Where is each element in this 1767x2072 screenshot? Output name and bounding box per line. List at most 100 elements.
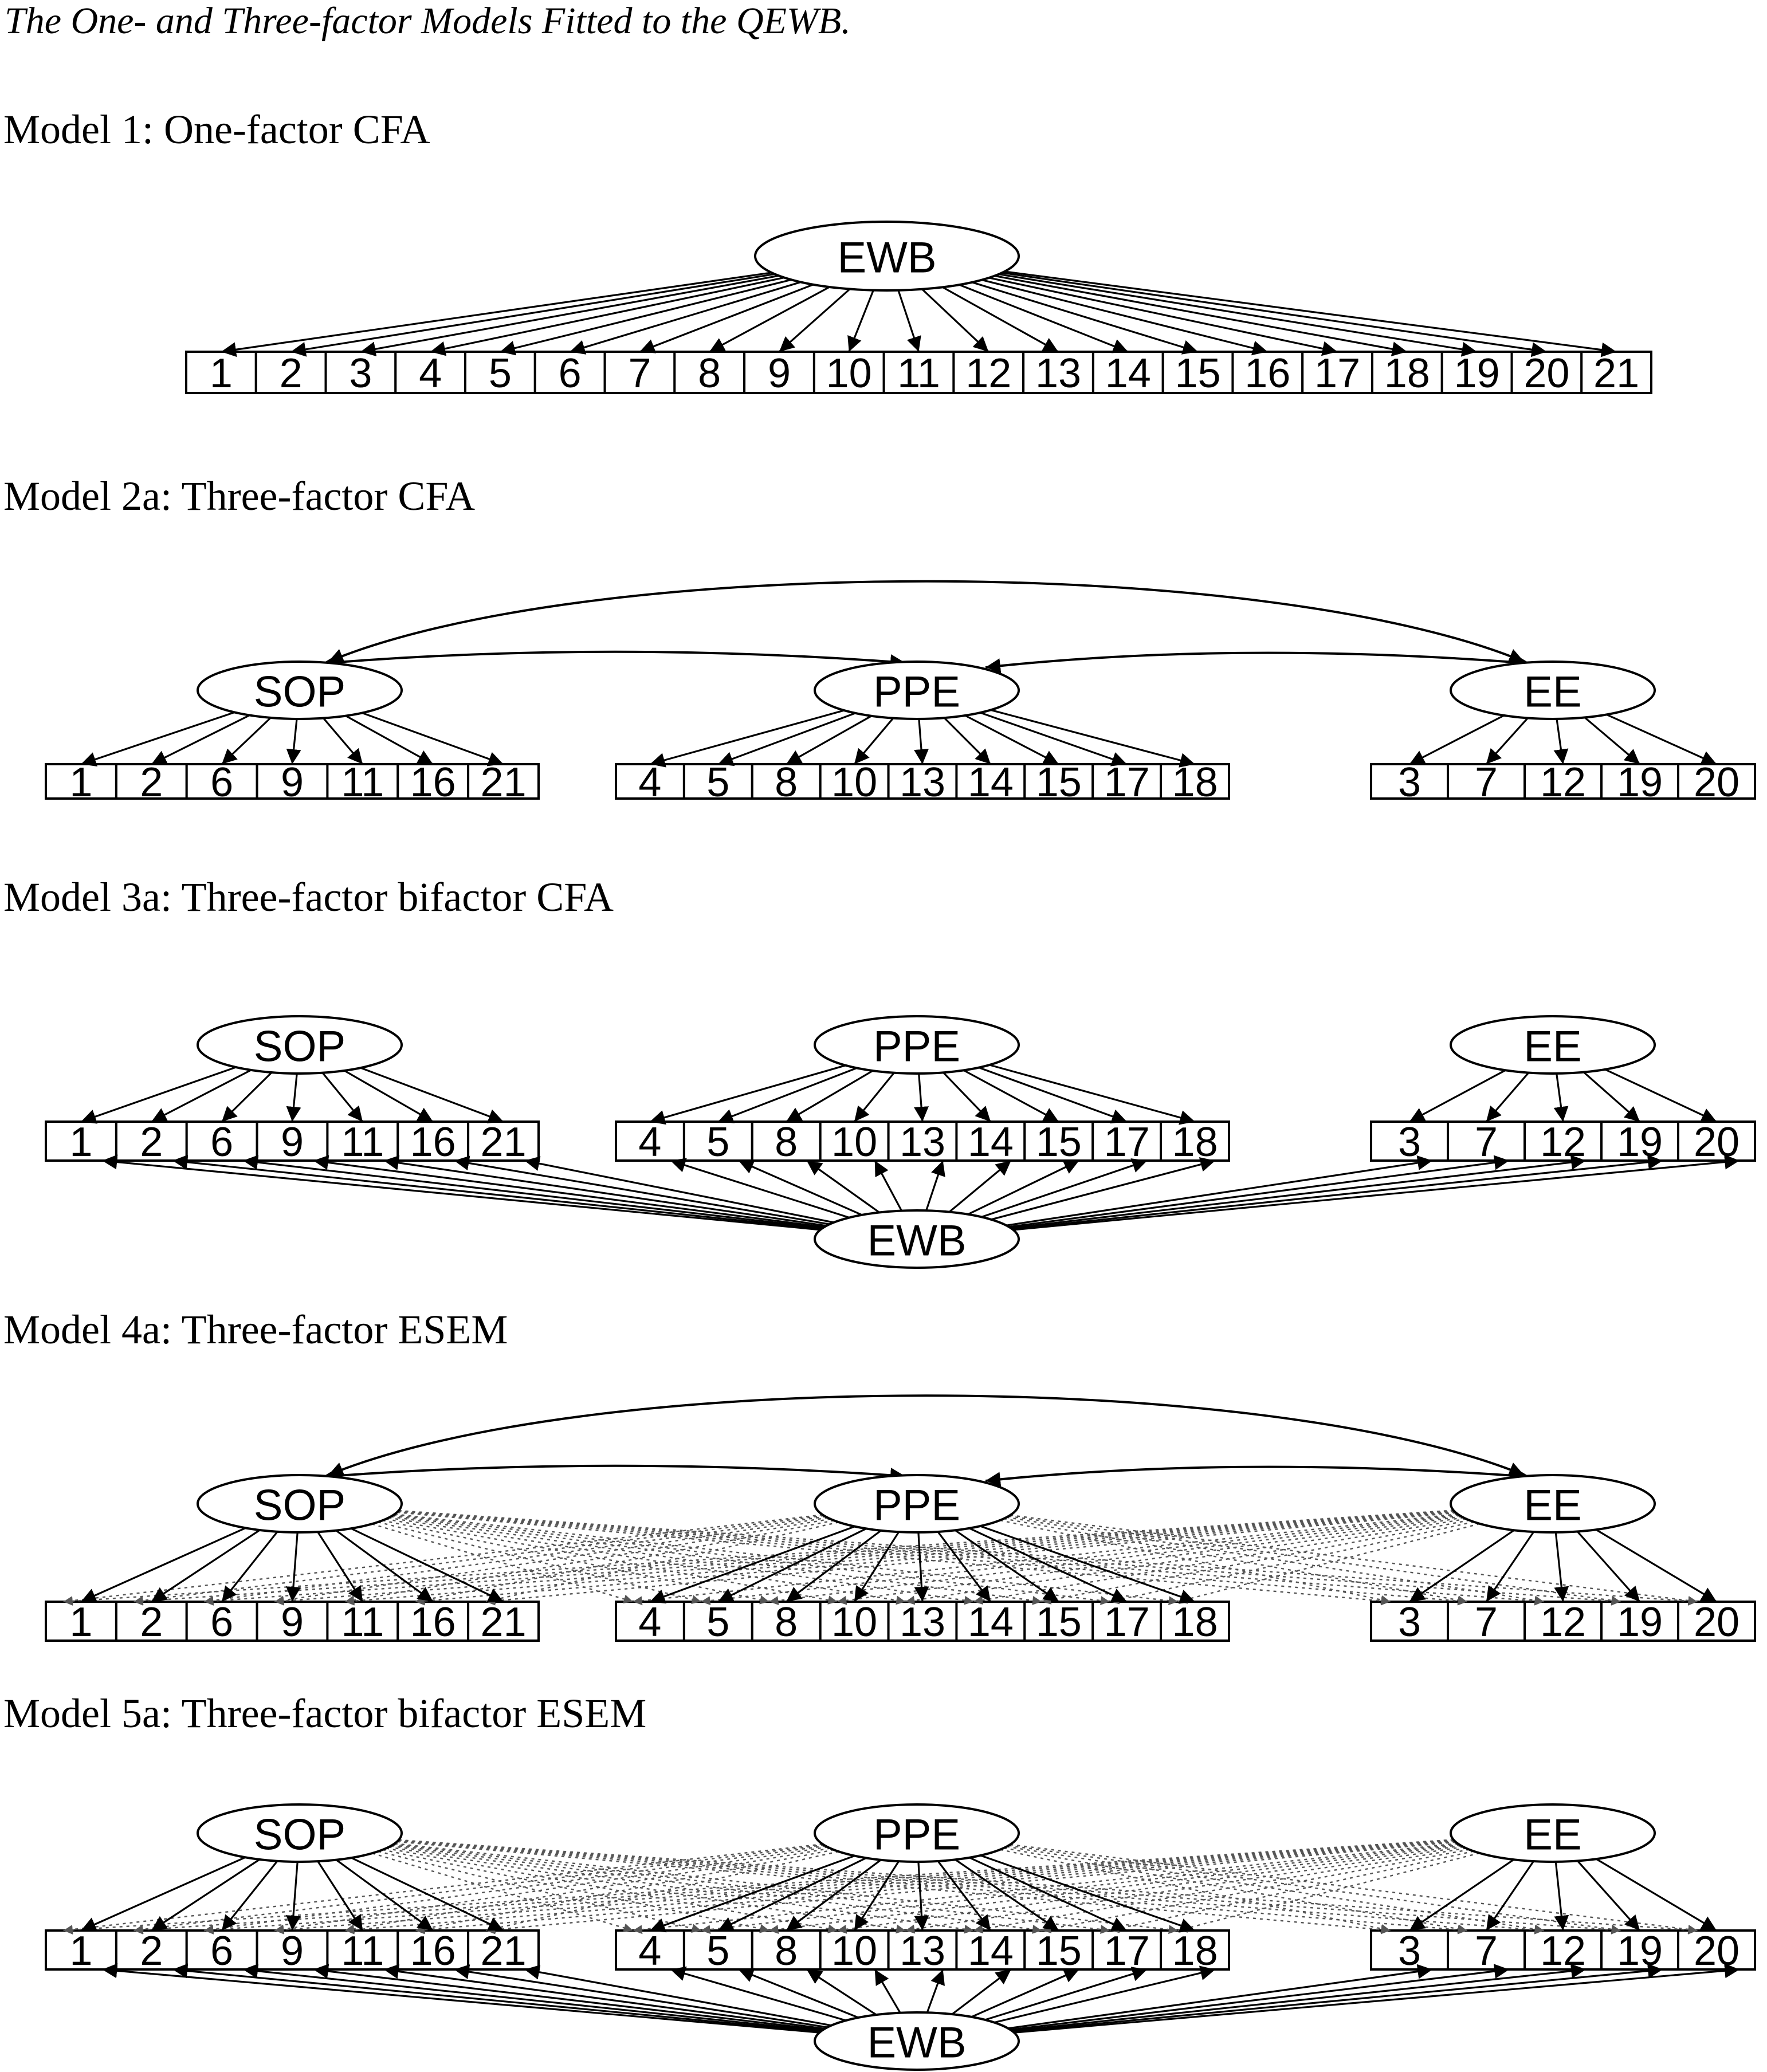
m3a-item-label-10: 10: [831, 1119, 877, 1165]
m4a-cross-loading-ppe-16: [415, 1520, 834, 1605]
m2a-loading-ppe-8: [786, 715, 872, 765]
m3a-item-label-6: 6: [210, 1119, 233, 1165]
m3a-item-label-18: 18: [1172, 1119, 1218, 1165]
m4a-item-label-5: 5: [706, 1599, 729, 1645]
m5a-loading-ppe-4: [649, 1855, 855, 1933]
m5a-general-loading-18: [994, 1965, 1216, 2024]
m2a-item-label-10: 10: [831, 760, 877, 805]
m5a-cross-loading-ppe-3: [1000, 1849, 1391, 1933]
m3a-item-label-3: 3: [1398, 1119, 1421, 1165]
m3a-loading-sop-11: [321, 1072, 364, 1123]
m4a-loading-ee-19: [1576, 1531, 1641, 1603]
m3a-general-loading-3: [1006, 1155, 1433, 1226]
m3a-general-loading-10: [874, 1160, 903, 1212]
m5a-cross-loading-ee-6: [204, 1839, 1454, 1935]
m2a-item-label-1: 1: [69, 760, 92, 805]
m3a-item-label-14: 14: [968, 1119, 1014, 1165]
m4a-item-box-17: [1091, 1601, 1163, 1642]
m1-item-label-17: 17: [1314, 351, 1360, 396]
m5a-cross-loading-ee-17: [1109, 1850, 1474, 1933]
m5a-item-label-14: 14: [968, 1928, 1014, 1974]
m5a-general-loading-20: [1014, 1963, 1740, 2034]
m2a-item-box-9: [256, 763, 329, 800]
m4a-item-box-20: [1677, 1601, 1756, 1642]
m4a-item-box-21: [467, 1601, 540, 1642]
m5a-item-label-4: 4: [638, 1928, 661, 1974]
m4a-loading-sop-2: [151, 1529, 261, 1603]
m2a-correlation-ppe-ee: [985, 651, 1530, 674]
m3a-item-label-12: 12: [1540, 1119, 1586, 1165]
m4a-item-label-12: 12: [1540, 1599, 1586, 1645]
m2a-item-label-11: 11: [341, 760, 384, 805]
m4a-item-label-19: 19: [1617, 1599, 1663, 1645]
m2a-item-box-20: [1677, 763, 1756, 800]
m5a-factor-ewb: [814, 2011, 1020, 2071]
m1-loading-ewb-7: [639, 284, 814, 353]
m3a-item-box-11: [326, 1120, 399, 1162]
m1-loading-ewb-2: [290, 273, 775, 357]
m2a-item-label-5: 5: [706, 760, 729, 805]
m2a-item-label-13: 13: [900, 760, 945, 805]
m3a-loading-ppe-5: [717, 1067, 857, 1123]
m3a-loading-ppe-13: [914, 1073, 929, 1122]
m5a-loading-ppe-14: [937, 1860, 992, 1931]
m1-item-label-6: 6: [559, 351, 582, 396]
m2a-correlation-sop-ee: [328, 580, 1525, 663]
m5a-general-loading-7: [1010, 1964, 1510, 2031]
m4a-item-label-21: 21: [481, 1599, 527, 1645]
m4a-cross-loading-ee-8: [769, 1515, 1460, 1605]
m1-loading-ewb-14: [959, 284, 1129, 353]
m4a-factor-label-ee: EE: [1523, 1481, 1581, 1530]
m3a-loading-ppe-10: [853, 1072, 895, 1123]
m3a-item-box-1: [45, 1120, 117, 1162]
m4a-item-label-9: 9: [281, 1599, 304, 1645]
m5a-general-loading-21: [524, 1964, 832, 2027]
m4a-loading-ee-7: [1485, 1531, 1535, 1602]
m4a-cross-loading-ee-13: [905, 1517, 1464, 1605]
m3a-general-loading-16: [454, 1155, 830, 1225]
m5a-item-label-15: 15: [1036, 1928, 1082, 1974]
m1-item-label-16: 16: [1244, 351, 1290, 396]
m5a-item-label-12: 12: [1540, 1928, 1586, 1974]
m3a-general-loading-13: [925, 1160, 945, 1211]
m1-item-box-13: [1022, 351, 1094, 394]
m4a-loading-ee-20: [1595, 1528, 1717, 1603]
m3a-item-label-17: 17: [1104, 1119, 1150, 1165]
m1-item-box-1: [185, 351, 257, 394]
m4a-item-label-20: 20: [1694, 1599, 1739, 1645]
m3a-loading-ee-7: [1485, 1072, 1530, 1123]
m4a-factor-label-ppe: PPE: [873, 1481, 960, 1530]
m2a-factor-ppe: [814, 660, 1020, 720]
m2a-loading-ee-19: [1584, 717, 1641, 765]
m5a-general-loading-11: [383, 1964, 825, 2030]
m5a-item-label-5: 5: [706, 1928, 729, 1974]
m2a-item-label-15: 15: [1036, 760, 1082, 805]
m1-item-label-18: 18: [1384, 351, 1430, 396]
m3a-general-loading-7: [1008, 1155, 1510, 1228]
m4a-cross-loading-ppe-12: [1006, 1516, 1544, 1605]
m4a-factor-ee: [1450, 1474, 1656, 1534]
m4a-loading-sop-11: [317, 1531, 364, 1602]
m1-loading-ewb-11: [897, 290, 921, 352]
m5a-general-loading-12: [1012, 1963, 1587, 2032]
m2a-factor-label-ppe: PPE: [873, 668, 960, 717]
m5a-cross-loading-ee-1: [63, 1839, 1454, 1935]
m5a-general-loading-15: [971, 1968, 1080, 2018]
m4a-cross-loading-sop-4: [371, 1523, 634, 1604]
m4a-item-label-6: 6: [210, 1599, 233, 1645]
m2a-item-label-6: 6: [210, 760, 233, 805]
m5a-factor-ee: [1450, 1803, 1656, 1863]
m4a-cross-loading-sop-12: [398, 1511, 1544, 1606]
m4a-cross-loading-ee-21: [485, 1512, 1456, 1606]
m5a-loading-sop-6: [221, 1860, 278, 1931]
m4a-cross-loading-ee-18: [1177, 1523, 1480, 1604]
m5a-item-label-20: 20: [1694, 1928, 1739, 1974]
m3a-item-label-8: 8: [775, 1119, 798, 1165]
m5a-item-label-6: 6: [210, 1928, 233, 1974]
m4a-loading-ppe-14: [937, 1531, 992, 1602]
m4a-item-label-4: 4: [638, 1599, 661, 1645]
m5a-loading-sop-21: [351, 1857, 504, 1932]
m2a-item-box-1: [45, 763, 117, 800]
m2a-item-label-14: 14: [968, 760, 1014, 805]
m5a-item-box-15: [1023, 1929, 1094, 1971]
